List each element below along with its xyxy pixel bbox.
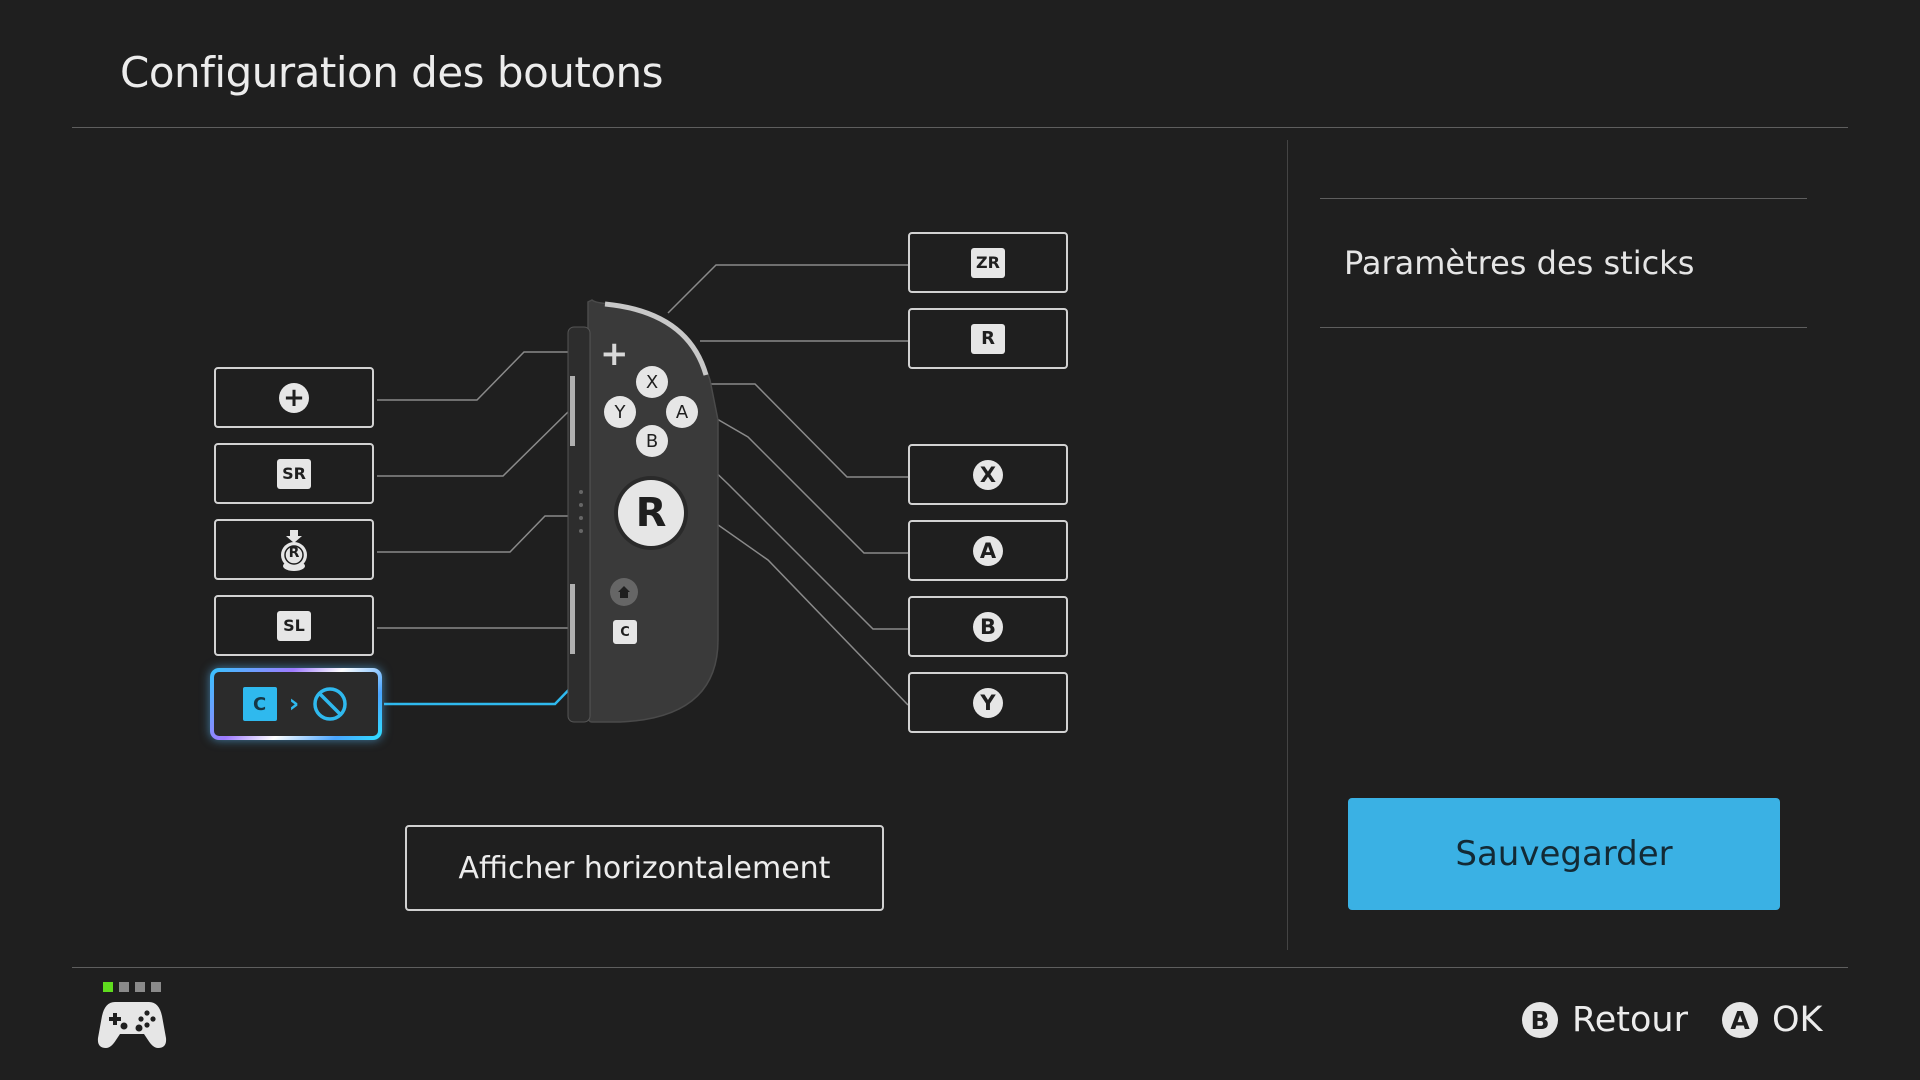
menu-divider-bottom xyxy=(1320,327,1807,328)
map-button-zr[interactable]: ZR xyxy=(908,232,1068,293)
save-button[interactable]: Sauvegarder xyxy=(1348,798,1780,910)
chevron-right-icon: › xyxy=(288,689,300,719)
map-button-b[interactable]: B xyxy=(908,596,1068,657)
stick-press-label: R xyxy=(288,544,300,561)
map-button-a[interactable]: A xyxy=(908,520,1068,581)
footer-ok[interactable]: A OK xyxy=(1722,1000,1823,1040)
player-dot xyxy=(119,982,129,992)
sl-icon: SL xyxy=(277,610,311,641)
footer-divider xyxy=(72,967,1848,968)
disabled-icon xyxy=(313,687,348,721)
show-horizontal-button[interactable]: Afficher horizontalement xyxy=(405,825,884,911)
map-button-sl[interactable]: SL xyxy=(214,595,374,656)
home-icon xyxy=(610,578,638,606)
joycon-y-button: Y xyxy=(604,396,636,428)
footer-back[interactable]: B Retour xyxy=(1522,1000,1688,1040)
controller-icon xyxy=(97,1002,167,1048)
map-button-plus[interactable]: + xyxy=(214,367,374,428)
r-icon: R xyxy=(971,323,1005,354)
x-icon: X xyxy=(973,459,1003,490)
map-button-x[interactable]: X xyxy=(908,444,1068,505)
joycon-capture-button: C xyxy=(613,620,637,644)
b-icon: B xyxy=(973,611,1003,642)
sr-icon: SR xyxy=(277,458,311,489)
a-icon: A xyxy=(973,535,1003,566)
map-button-r[interactable]: R xyxy=(908,308,1068,369)
footer-back-label: Retour xyxy=(1572,1000,1688,1040)
map-button-sr[interactable]: SR xyxy=(214,443,374,504)
map-button-y[interactable]: Y xyxy=(908,672,1068,733)
joycon-b-button: B xyxy=(636,425,668,457)
panel-divider xyxy=(1287,140,1288,950)
joycon-x-button: X xyxy=(636,366,668,398)
y-icon: Y xyxy=(973,687,1003,718)
menu-divider-top xyxy=(1320,198,1807,199)
zr-icon: ZR xyxy=(971,247,1005,278)
player-dot xyxy=(135,982,145,992)
joycon-a-button: A xyxy=(666,396,698,428)
stick-settings-item[interactable]: Paramètres des sticks xyxy=(1344,244,1695,282)
stick-press-icon: R xyxy=(278,528,310,572)
b-button-icon: B xyxy=(1522,1002,1558,1038)
map-button-stick-press[interactable]: R xyxy=(214,519,374,580)
player-dot xyxy=(151,982,161,992)
joycon-r-stick: R xyxy=(618,480,684,546)
joycon-plus-button: + xyxy=(600,334,629,374)
a-button-icon: A xyxy=(1722,1002,1758,1038)
plus-icon: + xyxy=(279,382,309,413)
page-title: Configuration des boutons xyxy=(120,48,664,97)
map-button-capture-selected[interactable]: C › xyxy=(210,668,382,740)
header-divider xyxy=(72,127,1848,128)
player-dot xyxy=(103,982,113,992)
footer-ok-label: OK xyxy=(1772,1000,1823,1040)
capture-key-icon: C xyxy=(242,687,277,721)
